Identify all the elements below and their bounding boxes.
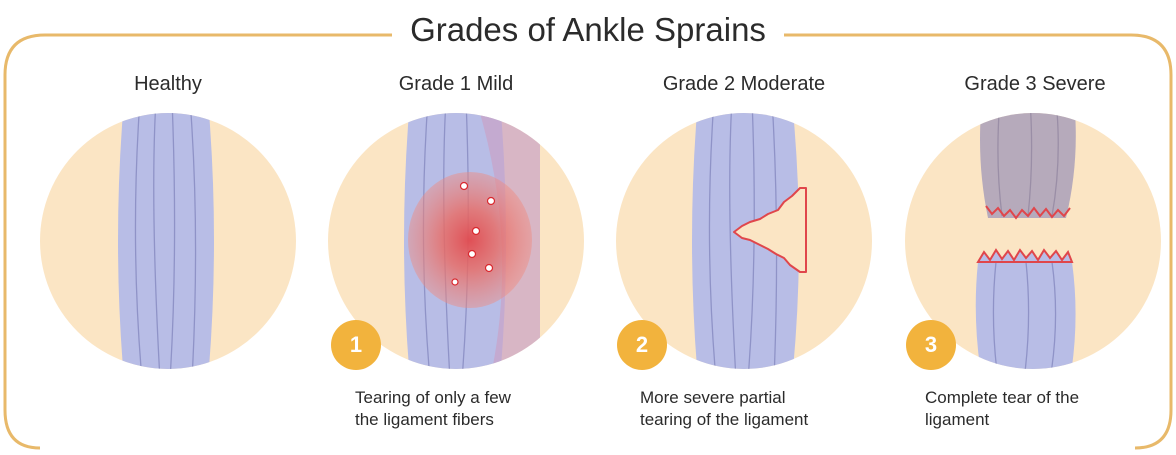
grade-1-description-line: the ligament fibers (355, 409, 595, 431)
grade-3-description-line: Complete tear of the (925, 387, 1165, 409)
grade-3-description: Complete tear of the ligament (925, 387, 1165, 431)
grade-1-description: Tearing of only a few the ligament fiber… (355, 387, 595, 431)
grade-3-description-line: ligament (925, 409, 1165, 431)
grade-1-badge: 1 (331, 320, 381, 370)
grade-2-description-line: More severe partial (640, 387, 880, 409)
grade-2-badge: 2 (617, 320, 667, 370)
grade-1-description-line: Tearing of only a few (355, 387, 595, 409)
grade-2-description-line: tearing of the ligament (640, 409, 880, 431)
grade-3-badge: 3 (906, 320, 956, 370)
grade-2-description: More severe partial tearing of the ligam… (640, 387, 880, 431)
healthy-ligament-illustration (40, 100, 296, 380)
